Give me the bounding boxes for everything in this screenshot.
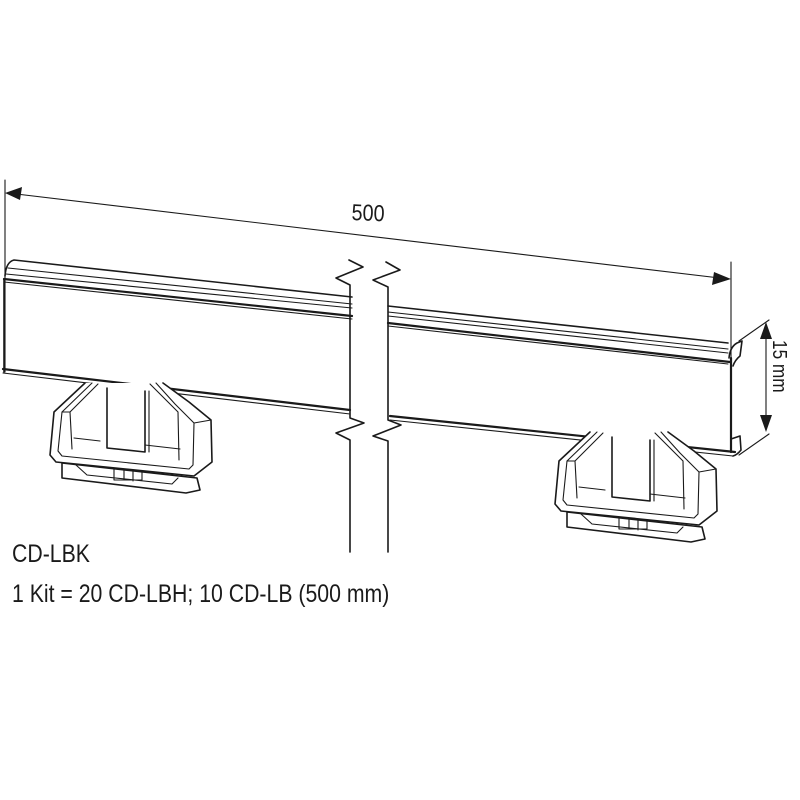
product-code: CD-LBK (12, 540, 90, 568)
label-holder-right (554, 431, 718, 543)
height-dimension-label: 15 mm (768, 340, 790, 393)
height-dimension (738, 319, 772, 456)
break-lines (335, 259, 402, 553)
length-dimension-label: 500 (351, 199, 385, 227)
label-strip-left (1, 259, 354, 415)
label-holder-left (49, 382, 213, 494)
kit-description: 1 Kit = 20 CD-LBH; 10 CD-LB (500 mm) (12, 580, 390, 608)
label-strip-right (386, 305, 743, 457)
